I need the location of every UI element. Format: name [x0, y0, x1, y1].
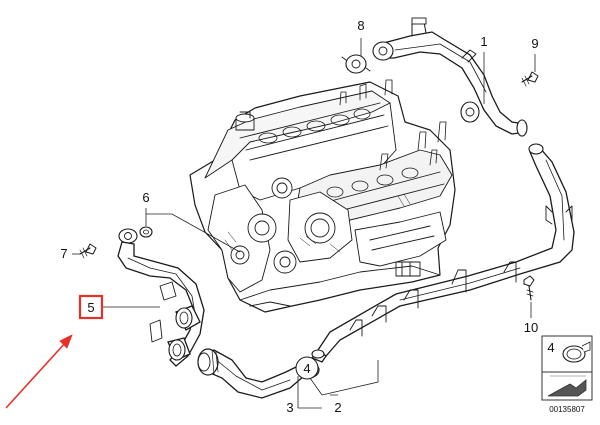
coolant-hose-long	[310, 143, 575, 363]
bolt-part-9	[521, 71, 539, 87]
leader-lines	[72, 38, 536, 409]
callout-5-highlight: 5	[78, 294, 104, 320]
coolant-hose-left	[117, 228, 205, 367]
leader-2	[321, 360, 379, 396]
clamp-icon	[562, 341, 591, 363]
red-arrow	[5, 334, 73, 409]
callout-3: 3	[286, 400, 293, 415]
inset-part-4: 4 00135807	[541, 335, 593, 414]
callout-9: 9	[531, 36, 538, 51]
callout-4: 4	[303, 361, 310, 376]
catalog-number: 00135807	[549, 405, 585, 414]
catalog-arrow-icon	[547, 375, 587, 397]
callout-10: 10	[524, 320, 538, 335]
leader-4	[309, 377, 323, 396]
callout-2: 2	[334, 400, 341, 415]
callout-1: 1	[480, 34, 487, 49]
callout-7: 7	[60, 246, 67, 261]
callout-6: 6	[142, 190, 149, 205]
gasket-part-8	[341, 54, 371, 74]
coolant-pipe-upper	[372, 17, 528, 137]
bolt-part-7	[79, 243, 97, 259]
callout-4-circle: 4	[295, 356, 319, 380]
bolt-part-10	[523, 275, 535, 301]
callout-8: 8	[357, 18, 364, 33]
callout-5: 5	[87, 300, 94, 315]
oil-filler-cap	[235, 111, 255, 131]
engine-block	[189, 79, 456, 313]
leader-6	[145, 208, 241, 253]
inset-label-4: 4	[547, 340, 554, 355]
coolant-hose-lower	[197, 348, 305, 399]
leader-3	[297, 376, 322, 409]
gasket-part-6	[139, 226, 153, 238]
